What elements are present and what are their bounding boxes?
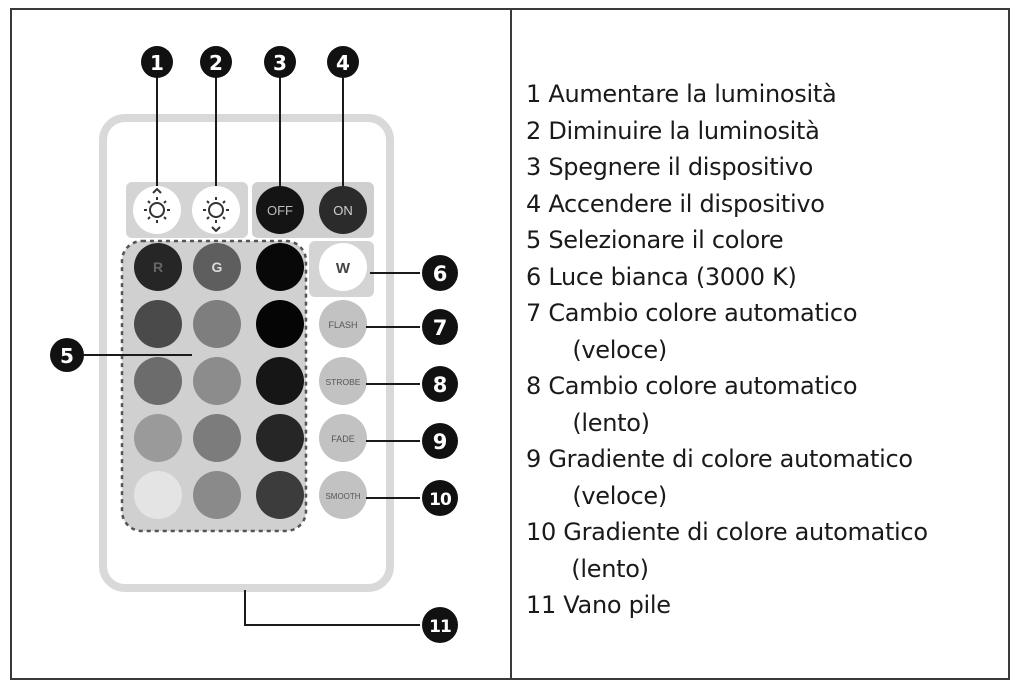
legend-item: 8 Cambio colore automatico(lento)	[526, 368, 1006, 441]
white-label: W	[336, 260, 351, 277]
color-button[interactable]	[134, 300, 182, 348]
red-button[interactable]: R	[134, 243, 182, 291]
smooth-label: SMOOTH	[325, 492, 360, 501]
brightness-down-button[interactable]	[192, 186, 240, 234]
sun-icon	[203, 197, 229, 233]
svg-text:8: 8	[433, 373, 448, 397]
blue-button[interactable]	[256, 243, 304, 291]
flash-button[interactable]: FLASH	[319, 300, 367, 348]
legend-item: 11 Vano pile	[526, 587, 1006, 624]
callout-10: 10	[422, 480, 458, 516]
svg-text:1: 1	[150, 51, 164, 75]
callout-11: 11	[422, 607, 458, 643]
callout-9: 9	[422, 423, 458, 459]
legend-text: Aumentare la luminosità	[548, 80, 837, 108]
legend-text: Diminuire la luminosità	[548, 116, 820, 145]
off-button[interactable]: OFF	[256, 186, 304, 234]
callout-6: 6	[422, 255, 458, 291]
callout-4: 4	[327, 46, 359, 78]
callout-8: 8	[422, 366, 458, 402]
legend-number: 5	[526, 226, 541, 254]
legend-text: Gradiente di colore automatico(veloce)	[548, 445, 913, 510]
legend-text: Cambio colore automatico(veloce)	[548, 299, 858, 364]
legend-text: Spegnere il dispositivo	[548, 153, 814, 181]
color-button[interactable]	[256, 414, 304, 462]
legend-item: 1 Aumentare la luminosità	[526, 76, 1006, 113]
flash-label: FLASH	[328, 320, 357, 330]
legend-number: 6	[526, 262, 541, 291]
legend-number: 11	[526, 591, 556, 619]
legend-item: 2 Diminuire la luminosità	[526, 113, 1006, 150]
color-grid: R G	[134, 243, 304, 519]
strobe-button[interactable]: STROBE	[319, 357, 367, 405]
callout-1: 1	[141, 46, 173, 78]
legend-item: 6 Luce bianca (3000 K)	[526, 259, 1006, 296]
on-button[interactable]: ON	[319, 186, 367, 234]
smooth-button[interactable]: SMOOTH	[319, 471, 367, 519]
color-button[interactable]	[193, 300, 241, 348]
green-button[interactable]: G	[193, 243, 241, 291]
svg-text:4: 4	[336, 51, 350, 75]
color-button[interactable]	[256, 357, 304, 405]
legend-number: 9	[526, 445, 541, 473]
legend-list: 1 Aumentare la luminosità 2 Diminuire la…	[526, 76, 1006, 624]
legend-text: Selezionare il colore	[548, 226, 784, 254]
legend-text: Cambio colore automatico(lento)	[548, 372, 858, 437]
sun-icon	[144, 187, 170, 223]
legend-text: Accendere il dispositivo	[548, 189, 825, 218]
legend-item: 5 Selezionare il colore	[526, 222, 1006, 259]
color-button[interactable]	[134, 414, 182, 462]
green-label: G	[212, 259, 223, 275]
svg-text:9: 9	[433, 430, 448, 454]
callout-7: 7	[422, 309, 458, 345]
legend-item: 7 Cambio colore automatico(veloce)	[526, 295, 1006, 368]
legend-number: 8	[526, 372, 541, 400]
color-button[interactable]	[134, 357, 182, 405]
svg-text:3: 3	[273, 51, 287, 75]
callout-badges: 1 2 3 4 5 6 7 8 9 10 11	[50, 46, 458, 643]
svg-text:2: 2	[209, 51, 223, 75]
legend-text: Gradiente di colore automatico(lento)	[563, 518, 928, 583]
red-label: R	[153, 259, 163, 275]
color-button[interactable]	[193, 471, 241, 519]
color-button[interactable]	[256, 300, 304, 348]
color-button[interactable]	[134, 471, 182, 519]
brightness-up-button[interactable]	[133, 186, 181, 234]
callout-3: 3	[264, 46, 296, 78]
off-label: OFF	[267, 203, 293, 218]
legend-number: 7	[526, 299, 541, 327]
leader-lines	[84, 76, 420, 626]
callout-5: 5	[50, 338, 84, 372]
legend-text: Luce bianca (3000 K)	[548, 262, 797, 291]
fade-button[interactable]: FADE	[319, 414, 367, 462]
legend-text: Vano pile	[563, 591, 671, 619]
callout-2: 2	[200, 46, 232, 78]
color-button[interactable]	[256, 471, 304, 519]
legend-item: 4 Accendere il dispositivo	[526, 186, 1006, 223]
legend-item: 3 Spegnere il dispositivo	[526, 149, 1006, 186]
svg-text:11: 11	[429, 617, 451, 637]
svg-text:6: 6	[433, 262, 448, 286]
legend-item: 9 Gradiente di colore automatico(veloce)	[526, 441, 1006, 514]
legend-number: 3	[526, 153, 541, 181]
legend-number: 1	[526, 80, 541, 108]
color-button[interactable]	[193, 414, 241, 462]
fade-label: FADE	[331, 434, 355, 444]
on-label: ON	[333, 203, 353, 218]
legend-number: 10	[526, 518, 556, 546]
svg-text:7: 7	[433, 316, 448, 340]
column-divider	[510, 8, 512, 680]
legend-number: 2	[526, 116, 541, 145]
white-button[interactable]: W	[319, 243, 367, 291]
legend-number: 4	[526, 189, 541, 218]
svg-text:10: 10	[429, 490, 452, 510]
legend-item: 10 Gradiente di colore automatico(lento)	[526, 514, 1006, 587]
color-button[interactable]	[193, 357, 241, 405]
strobe-label: STROBE	[326, 377, 361, 387]
svg-text:5: 5	[60, 344, 74, 368]
